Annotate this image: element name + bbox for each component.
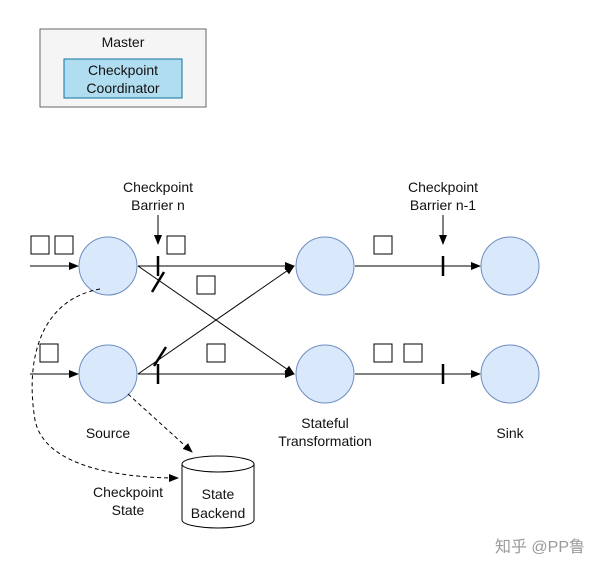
stateful-label-line1: Stateful — [301, 415, 348, 431]
record-box — [373, 235, 393, 255]
record-box — [206, 343, 226, 363]
record-box — [166, 235, 186, 255]
sink-label: Sink — [496, 425, 524, 441]
stateful-node-bottom — [295, 344, 355, 404]
edge-source2-stateful1 — [137, 265, 295, 375]
barrier-n1-label-line1: Checkpoint — [408, 179, 478, 195]
record-box — [373, 343, 393, 363]
state-backend-cylinder: State Backend — [181, 455, 255, 529]
record-box — [39, 343, 59, 363]
barrier-n-label-line1: Checkpoint — [123, 179, 193, 195]
master-box: Master Checkpoint Coordinator — [39, 28, 207, 108]
watermark: 知乎 @PP鲁 — [495, 538, 585, 556]
source-label: Source — [86, 425, 131, 441]
stateful-node-top — [295, 236, 355, 296]
record-box — [30, 235, 50, 255]
checkpoint-coordinator-box — [63, 58, 183, 99]
state-backend-label-line1: State — [202, 486, 235, 502]
record-box — [54, 235, 74, 255]
checkpoint-state-label-line1: Checkpoint — [93, 484, 163, 500]
record-box — [403, 343, 423, 363]
barrier-tick-source1-diagonal — [150, 271, 166, 293]
record-box — [196, 275, 216, 295]
checkpoint-state-label-line2: State — [112, 502, 145, 518]
barrier-n-label-line2: Barrier n — [131, 197, 185, 213]
sink-node-top — [480, 236, 540, 296]
dashed-arrow-source-bottom-to-backend — [127, 393, 193, 453]
master-title: Master — [102, 34, 145, 50]
stateful-label-line2: Transformation — [278, 433, 372, 449]
state-backend-label-line2: Backend — [191, 505, 245, 521]
barrier-n1-label-line2: Barrier n-1 — [410, 197, 476, 213]
coordinator-label-line2: Coordinator — [86, 80, 159, 96]
dashed-arrow-source-top-to-backend — [31, 288, 179, 482]
coordinator-label-line1: Checkpoint — [88, 62, 158, 78]
source-node-top — [78, 236, 138, 296]
source-node-bottom — [78, 344, 138, 404]
barrier-tick-source2-diagonal — [152, 346, 168, 367]
sink-node-bottom — [480, 344, 540, 404]
